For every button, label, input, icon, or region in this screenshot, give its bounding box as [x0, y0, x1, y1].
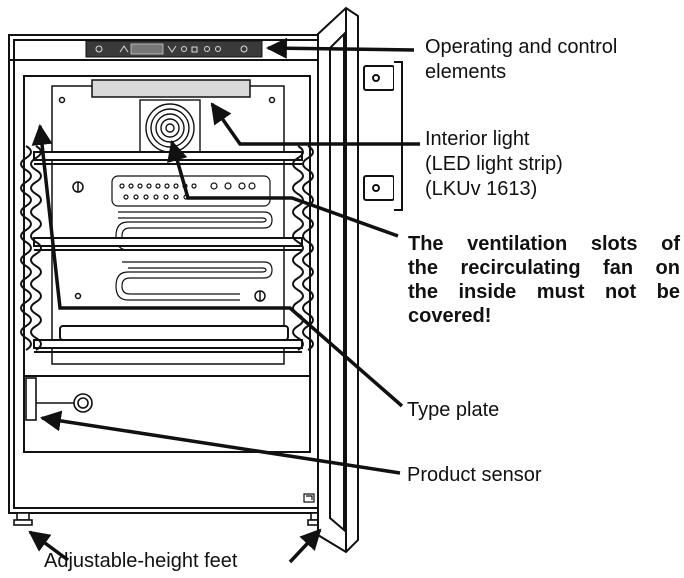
arrow-type-plate: [31, 123, 404, 408]
lock-icon: [191, 46, 198, 53]
control-panel: [85, 40, 263, 58]
settings-icon: [215, 46, 221, 52]
display-window: [130, 43, 164, 55]
warning-line4: covered!: [408, 305, 492, 327]
hinge: [303, 493, 315, 503]
label-operating-line1: Operating and control: [425, 36, 618, 58]
arrow-foot-right: [288, 528, 322, 564]
evaporator-coil: [111, 175, 273, 301]
led-light-strip: [91, 79, 251, 98]
warning-line3: the inside must not be: [408, 281, 680, 303]
up-arrow-icon: [119, 45, 129, 53]
arrow-operating: [265, 37, 415, 59]
arrow-foot-left: [28, 530, 70, 562]
product-sensor: [25, 377, 93, 421]
adjustable-feet: [13, 512, 327, 526]
label-type-plate: Type plate: [407, 399, 500, 421]
arrow-product-sensor: [39, 410, 401, 475]
label-interior-light-line2: (LED light strip): [425, 153, 563, 175]
down-arrow-icon: [167, 45, 177, 53]
warning-line2: the recirculating fan on: [408, 257, 680, 279]
ventilation-warning: The ventilation slots of the recirculati…: [408, 232, 680, 328]
label-interior-light-line1: Interior light: [425, 128, 530, 150]
label-product-sensor: Product sensor: [407, 464, 542, 486]
arrow-ventilation: [167, 139, 399, 238]
label-interior-light-line3: (LKUv 1613): [425, 178, 538, 200]
power-icon: [95, 45, 103, 53]
warning-line1: The ventilation slots of: [408, 233, 680, 255]
light-icon: [181, 46, 187, 52]
alarm-icon: [204, 46, 210, 52]
power-icon: [240, 45, 248, 53]
label-operating-line2: elements: [425, 61, 507, 83]
leader-lines: [28, 37, 420, 564]
label-feet: Adjustable-height feet: [44, 550, 238, 572]
arrow-interior-light: [210, 102, 420, 146]
